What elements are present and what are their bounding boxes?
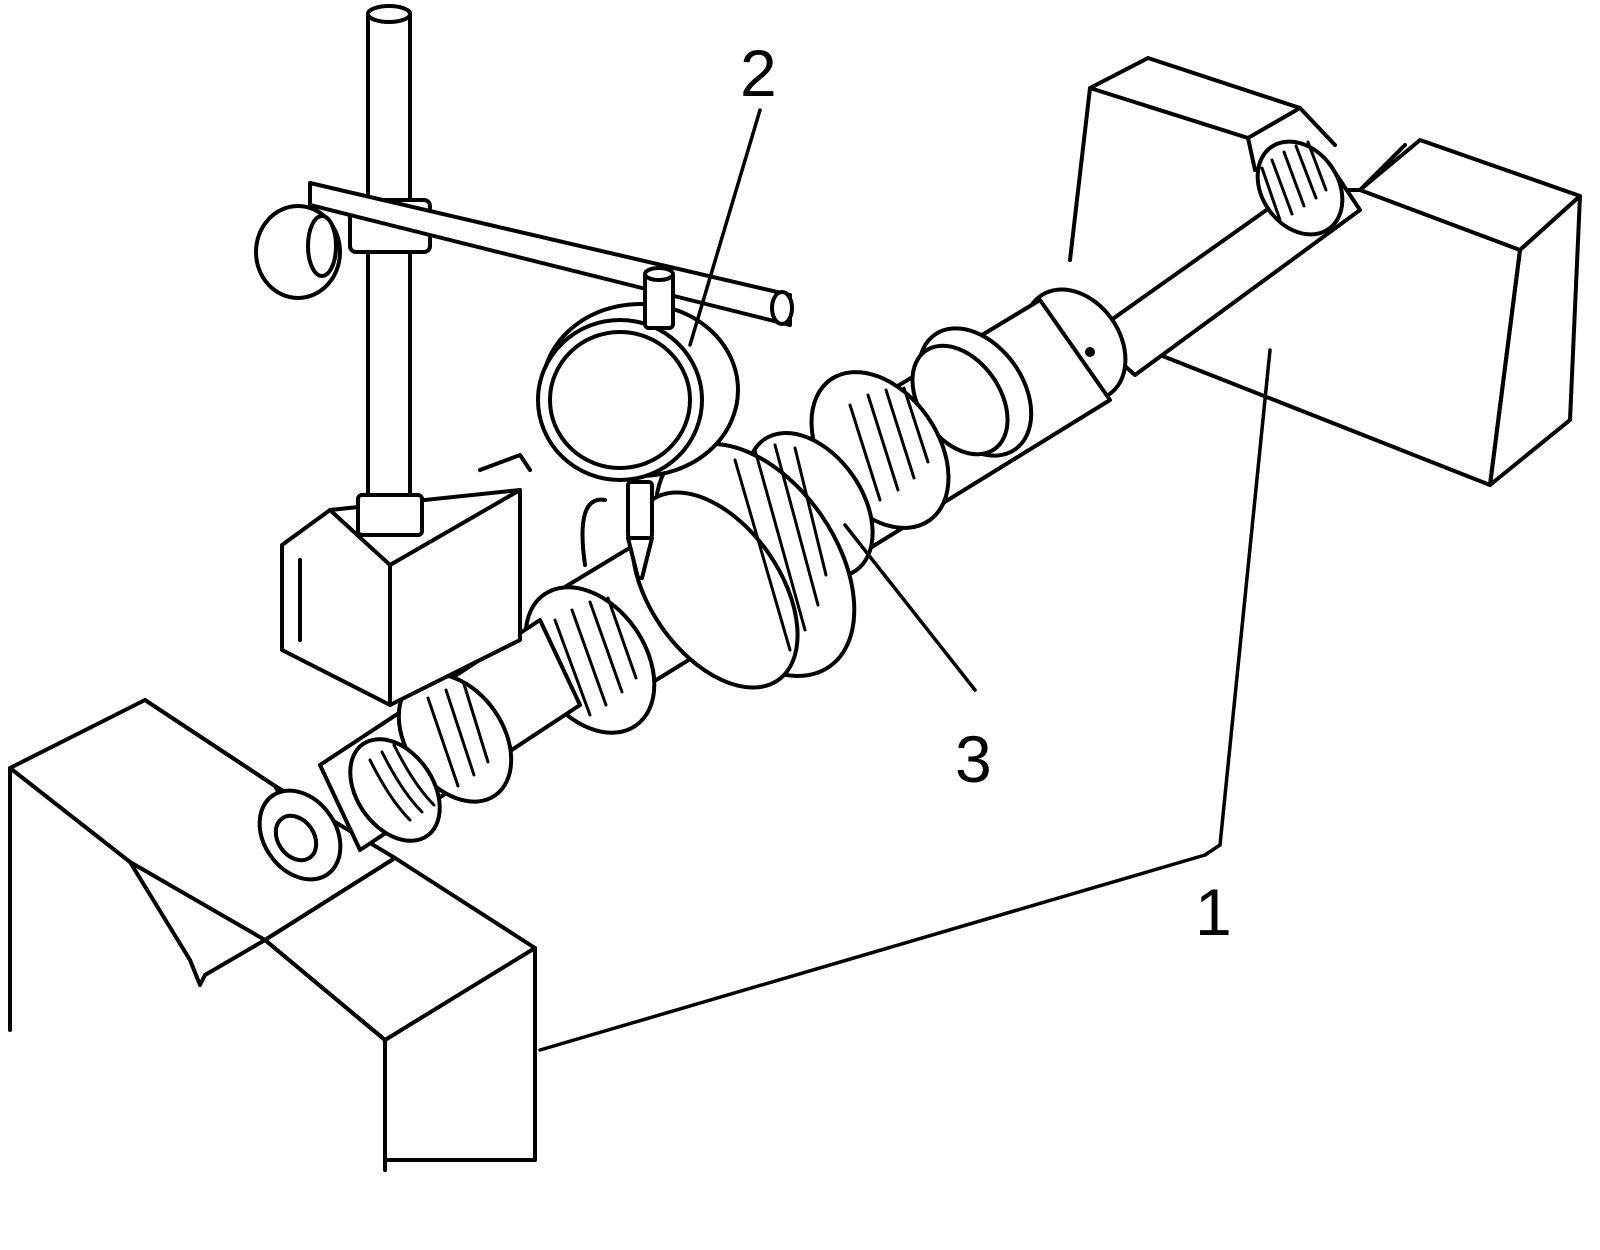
callout-1-label: 1 [1195, 875, 1232, 949]
v-block-left [8, 698, 537, 1172]
leader-callout-1-right [1203, 348, 1272, 857]
leader-callout-2 [688, 108, 762, 347]
leader-lines [538, 108, 1272, 1052]
callout-3-label: 3 [955, 722, 992, 796]
leader-callout-3 [843, 523, 977, 692]
shaft-assembly [257, 139, 1362, 882]
callout-2-label: 2 [740, 36, 777, 110]
dial-indicator-stand [254, 4, 794, 707]
leader-callout-1-left [538, 853, 1207, 1052]
v-block-right [1068, 56, 1582, 487]
